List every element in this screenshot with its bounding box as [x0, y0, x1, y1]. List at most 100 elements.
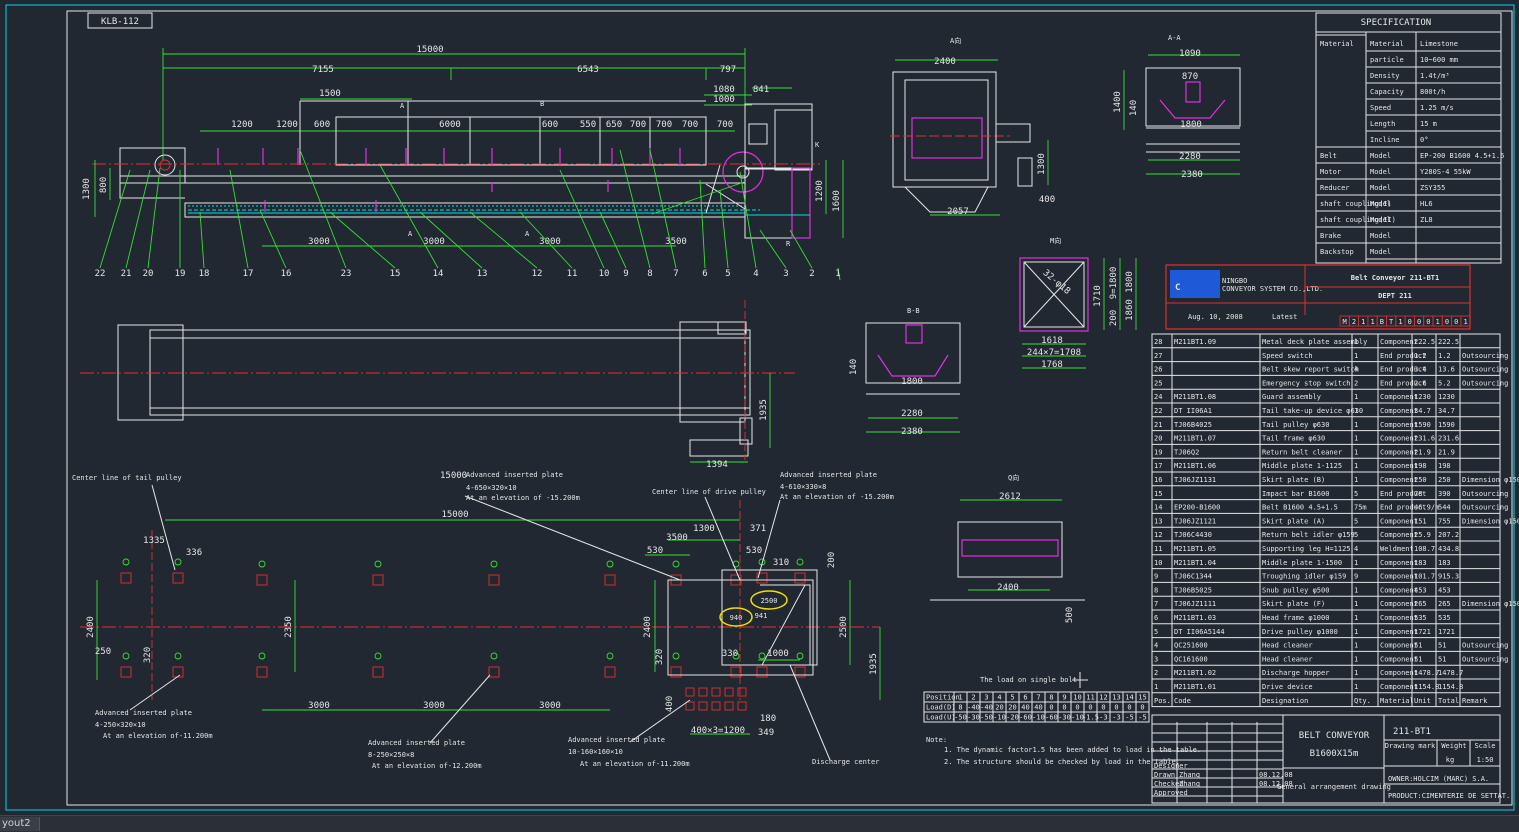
view-q[interactable]: Q向 2612 2400 500 [930, 473, 1085, 623]
pad-marker [606, 652, 614, 660]
svg-text:C: C [1175, 283, 1180, 293]
dimension-text: 2400 [86, 616, 96, 638]
bom-cell: 207.2 [1438, 531, 1459, 539]
code-char: 1 [1398, 318, 1402, 326]
part-balloon: 14 [433, 269, 444, 279]
bom-cell: TJ06C4430 [1174, 531, 1212, 539]
load-cell: 0 [1062, 704, 1066, 712]
pad-marker [258, 560, 266, 568]
highlight-circle [750, 590, 788, 610]
code-char: M [1343, 318, 1347, 326]
bom-cell: Middle plate 1-1500 [1262, 559, 1342, 567]
load-cell: -5 [1125, 714, 1133, 722]
part-balloon: 18 [199, 269, 210, 279]
bom-cell: 1 [1354, 407, 1358, 415]
status-label: Latest [1272, 313, 1297, 321]
bom-cell: M211BT1.02 [1174, 669, 1216, 677]
view-bb[interactable]: B-B 1800 2280 2380 140 [849, 307, 961, 437]
spec-value: 10~600 mm [1420, 56, 1458, 64]
bom-cell: 544 [1438, 504, 1451, 512]
company-name: CONVEYOR SYSTEM CO.,LTD. [1222, 285, 1323, 293]
leader-line [759, 229, 787, 269]
part-balloon: 3 [783, 269, 788, 279]
bom-cell: 21.9 [1414, 448, 1431, 456]
spec-group: Belt [1320, 152, 1337, 160]
view-aa[interactable]: A-A 1090 870 1800 1400 140 2280 2380 [1113, 34, 1241, 180]
foundation-pad [711, 701, 721, 711]
view-label: B-B [907, 307, 920, 315]
bom-cell: Component [1380, 476, 1418, 484]
bom-cell: Component [1380, 642, 1418, 650]
bom-header-cell: Code [1174, 697, 1191, 705]
dimension-text: 1080 [713, 85, 735, 95]
bom-cell: 27 [1154, 352, 1162, 360]
company-name-cn: NINGBO [1222, 277, 1247, 285]
load-cell: -3 [1099, 714, 1107, 722]
bom-cell: Component [1380, 462, 1418, 470]
dimension-text: 3500 [666, 533, 688, 543]
bom-cell: Head cleaner [1262, 642, 1313, 650]
dimension-text: 6000 [439, 120, 461, 130]
role-label: Designer [1154, 762, 1188, 770]
part-balloon: 15 [390, 269, 401, 279]
role-label: Drawn [1154, 771, 1175, 779]
load-cell: 0 [1127, 704, 1131, 712]
dimension-text: 2380 [1181, 170, 1203, 180]
dimension-text: 1618 [1041, 336, 1063, 346]
bom-cell: 24 [1154, 393, 1162, 401]
load-cell: 20 [995, 704, 1003, 712]
load-cell: -10 [993, 714, 1006, 722]
annotation: At an elevation of -15.200m [780, 493, 894, 501]
dimension-text: 1400 [1113, 91, 1123, 113]
bottom-title-block[interactable]: BELT CONVEYOR B1600X15m General arrangem… [1151, 714, 1510, 804]
drawing-name: General arrangement drawing [1277, 783, 1391, 791]
bom-cell: 183 [1438, 559, 1451, 567]
leader-line [147, 167, 161, 269]
bom-cell: 46.9/m [1414, 504, 1439, 512]
dimension-text: 1335 [143, 536, 165, 546]
leader-line [379, 164, 439, 269]
foundation-plan[interactable]: 15000 15000 1300 371 3500 530 530 310 20… [72, 471, 894, 770]
load-cell: 20 [1008, 704, 1016, 712]
foundation-pad [737, 701, 747, 711]
bom-cell: Outsourcing [1462, 642, 1508, 650]
spec-value: ZSY355 [1420, 184, 1445, 192]
pad-marker [374, 560, 382, 568]
annotation: 10-160×160×10 [568, 748, 623, 756]
bom-cell: 453 [1414, 586, 1427, 594]
layout-tab[interactable]: yout2 [0, 817, 40, 831]
dimension-text: 600 [542, 120, 558, 130]
elevation-view[interactable]: A B A K R A 15000 7155 6543 797 1080 100… [82, 45, 844, 281]
bom-cell: Outsourcing [1462, 379, 1508, 387]
conveyor-title: BELT CONVEYOR [1299, 731, 1370, 741]
bom-cell: 1 [1354, 683, 1358, 691]
role-label: Checked [1154, 780, 1184, 788]
bom-cell: M211BT1.01 [1174, 683, 1216, 691]
bom-cell: 1 [1354, 435, 1358, 443]
bom-header-cell: Designation [1262, 697, 1308, 705]
bom-cell: 5 [1354, 517, 1358, 525]
pad-marker [796, 558, 804, 566]
load-cell: 0 [1049, 704, 1053, 712]
dimension-text: 1300 [693, 524, 715, 534]
dimension-text: 1000 [767, 649, 789, 659]
bom-cell: 51 [1414, 655, 1422, 663]
bom-header-cell: Material [1380, 697, 1414, 705]
dimension-text: 700 [630, 120, 646, 130]
dimension-text: 2400 [934, 57, 956, 67]
company-title-block[interactable]: C NINGBO CONVEYOR SYSTEM CO.,LTD. Belt C… [1165, 264, 1471, 330]
section-mark: A [400, 102, 405, 110]
bom-cell: Skirt plate (F) [1262, 600, 1325, 608]
code-char: 0 [1426, 318, 1430, 326]
load-cell: 7 [1036, 694, 1040, 702]
view-a[interactable]: A向 2400 1300 400 2057 [890, 36, 1055, 217]
bom-cell: 5 [1354, 531, 1358, 539]
plan-view[interactable]: 1394 1935 [80, 300, 795, 470]
drawing-canvas[interactable]: KLB-112 [0, 0, 1519, 815]
foundation-pad [372, 574, 384, 586]
dimension-text: 1500 [319, 89, 341, 99]
